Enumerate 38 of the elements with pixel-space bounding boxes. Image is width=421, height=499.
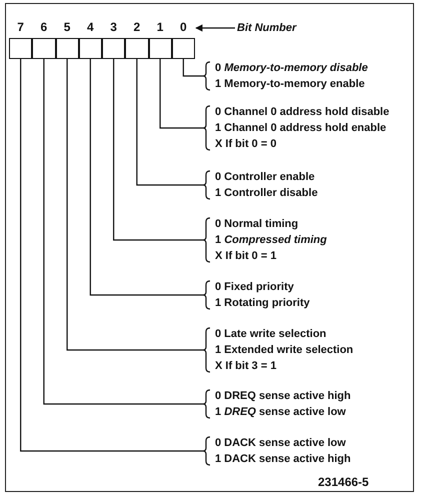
- leader-line: [43, 59, 203, 405]
- leader-line: [90, 59, 203, 296]
- bit-setting-text: 1 DACK sense active high: [215, 452, 351, 467]
- leader-line: [182, 59, 203, 77]
- bit-setting-text: 0 Normal timing: [215, 217, 298, 232]
- bit-setting-text: 0 Channel 0 address hold disable: [215, 105, 390, 120]
- bit-setting-text: 1 Channel 0 address hold enable: [215, 121, 386, 136]
- bit-number-caption: Bit Number: [237, 21, 296, 35]
- bit-setting-text: 1 Extended write selection: [215, 343, 354, 358]
- bit-setting-text: 1 Rotating priority: [215, 296, 310, 311]
- bit-number: 5: [62, 20, 72, 34]
- bit-setting-text: 0 DREQ sense active high: [215, 389, 351, 404]
- bit-setting-text: 0 Fixed priority: [215, 280, 294, 295]
- leader-line: [20, 59, 203, 452]
- leader-line: [136, 59, 203, 186]
- bit-setting-text: 0 DACK sense active low: [215, 436, 346, 451]
- leader-line: [113, 59, 203, 241]
- leader-line: [66, 59, 203, 351]
- bit-setting-text: X If bit 0 = 1: [215, 249, 276, 264]
- bit-number: 0: [179, 20, 188, 34]
- bit-number: 1: [156, 20, 164, 34]
- bit-setting-text: 1 DREQ sense active low: [215, 405, 346, 420]
- bit-number: 2: [132, 20, 142, 34]
- bit-setting-text: 0 Late write selection: [215, 327, 326, 342]
- bit-setting-text: 1 Compressed timing: [215, 233, 327, 248]
- figure-number: 231466-5: [318, 475, 369, 489]
- bit-setting-text: X If bit 0 = 0: [215, 137, 276, 152]
- bit-setting-text: 1 Memory-to-memory enable: [215, 77, 365, 92]
- bit-number: 7: [16, 20, 25, 34]
- bit-setting-text: 0 Memory-to-memory disable: [215, 61, 368, 76]
- arrow: [195, 24, 235, 32]
- leader-line: [160, 59, 203, 129]
- bit-number: 4: [86, 20, 95, 34]
- bit-number: 6: [40, 20, 48, 34]
- bit-number: 3: [109, 20, 118, 34]
- bit-setting-text: X If bit 3 = 1: [215, 359, 276, 374]
- bit-setting-text: 0 Controller enable: [215, 170, 315, 185]
- bit-setting-text: 1 Controller disable: [215, 186, 318, 201]
